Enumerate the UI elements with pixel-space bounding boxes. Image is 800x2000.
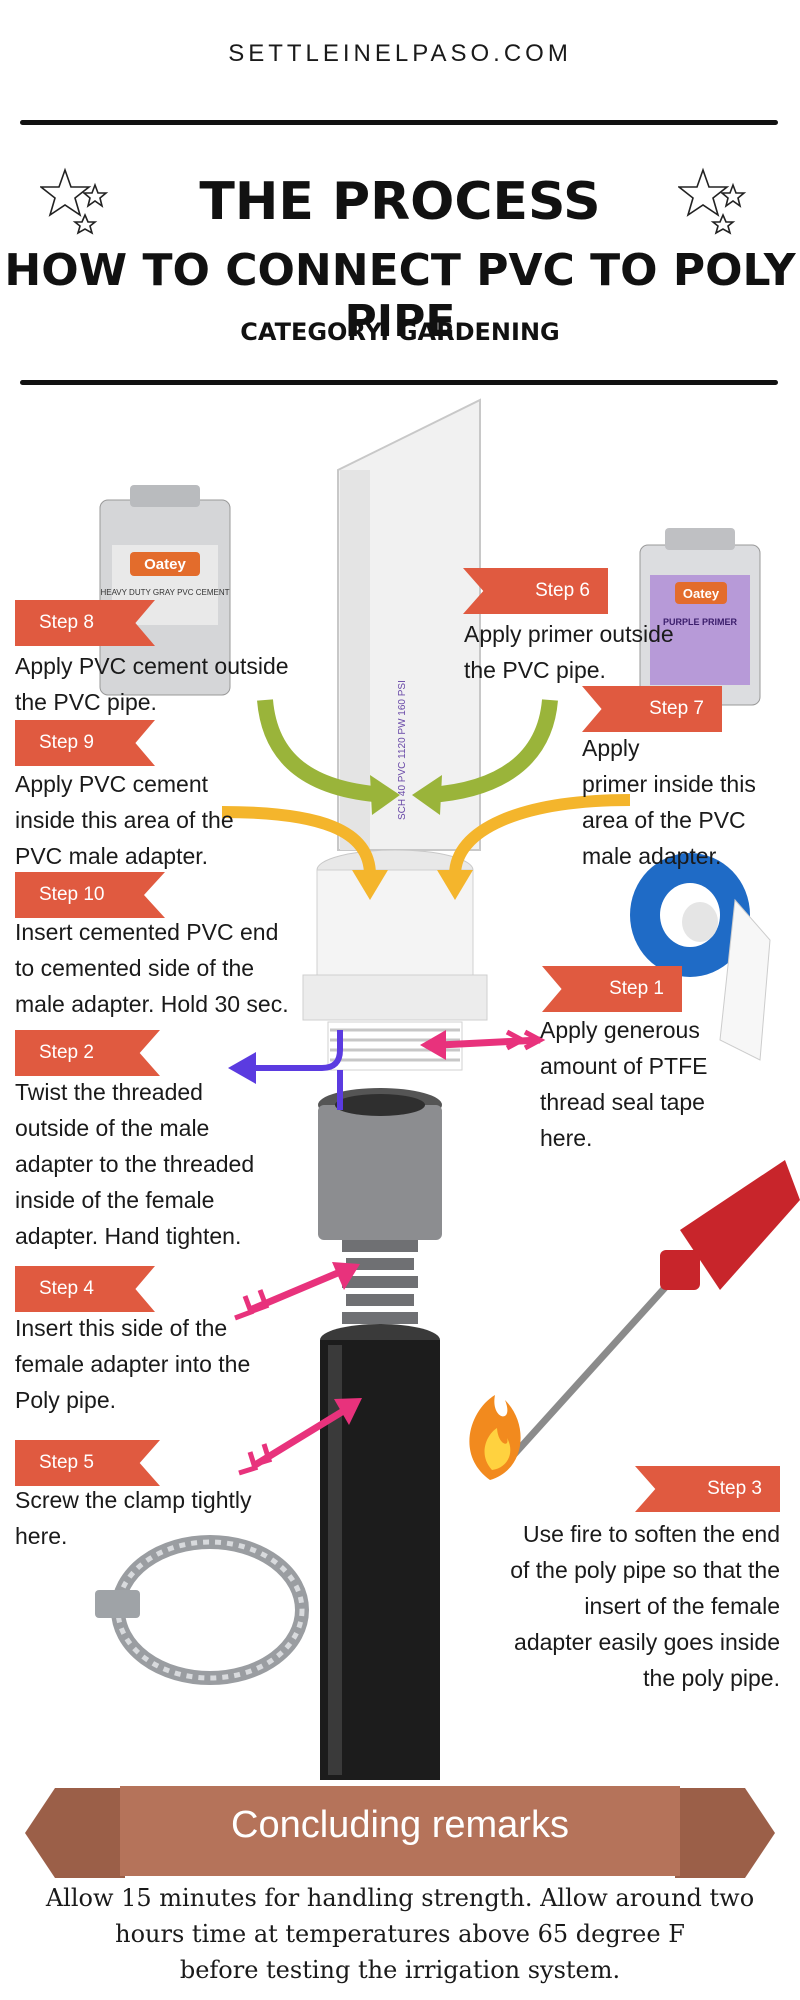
pvc-pipe-icon: SCH 40 PVC 1120 PW 160 PSI xyxy=(337,398,481,851)
page-subtitle: HOW TO CONNECT PVC TO POLY PIPE xyxy=(4,245,796,347)
conclusion-banner xyxy=(25,1786,775,1878)
lighter-icon xyxy=(497,1160,800,1473)
primer-can-label: PURPLE PRIMER xyxy=(663,617,738,627)
step-badge: Step 9 xyxy=(15,720,155,766)
conclusion-text: Allow 15 minutes for handling strength. … xyxy=(45,1884,755,1984)
site-name: SETTLEINELPASO.COM xyxy=(228,40,572,67)
step-badge: Step 4 xyxy=(15,1266,155,1312)
yellow-arrow-left-icon xyxy=(221,806,376,876)
pvc-cement-can-icon: Oatey HEAVY DUTY GRAY PVC CEMENT xyxy=(99,485,231,696)
purple-arrow-step2-icon xyxy=(250,1030,343,1071)
pipe-print: SCH 40 PVC 1120 PW 160 PSI xyxy=(397,680,408,820)
primer-can-brand: Oatey xyxy=(683,586,720,601)
page-title: THE PROCESS xyxy=(199,172,601,232)
female-adapter-icon xyxy=(318,1088,442,1324)
step-badge: Step 2 xyxy=(15,1030,160,1076)
ptfe-tape-icon xyxy=(630,853,771,1061)
purple-primer-can-icon: Oatey PURPLE PRIMER xyxy=(639,528,761,706)
hose-clamp-icon xyxy=(95,1535,309,1685)
step-badge: Step 3 xyxy=(635,1466,780,1512)
flame-icon xyxy=(469,1395,521,1480)
header-top-rule xyxy=(20,120,778,125)
yellow-arrow-right-icon xyxy=(449,794,631,876)
step-badge: Step 1 xyxy=(542,966,682,1012)
header-bottom-rule xyxy=(20,380,778,385)
green-arrow-right-icon xyxy=(429,699,558,803)
step-badge: Step 10 xyxy=(15,872,165,918)
poly-pipe-icon xyxy=(320,1324,440,1780)
step-badge: Step 7 xyxy=(582,686,722,732)
cement-can-label: HEAVY DUTY GRAY PVC CEMENT xyxy=(100,588,229,597)
stars-left-icon xyxy=(40,167,109,235)
step-badge: Step 6 xyxy=(463,568,608,614)
cement-can-brand: Oatey xyxy=(144,556,186,573)
male-adapter-icon xyxy=(302,849,488,1071)
green-arrow-left-icon xyxy=(257,699,386,803)
stars-right-icon xyxy=(678,167,747,235)
step-badge: Step 8 xyxy=(15,600,155,646)
category-label: CATEGORY: GARDENING xyxy=(240,318,560,346)
conclusion-title: Concluding remarks xyxy=(231,1804,569,1846)
step-badge: Step 5 xyxy=(15,1440,160,1486)
